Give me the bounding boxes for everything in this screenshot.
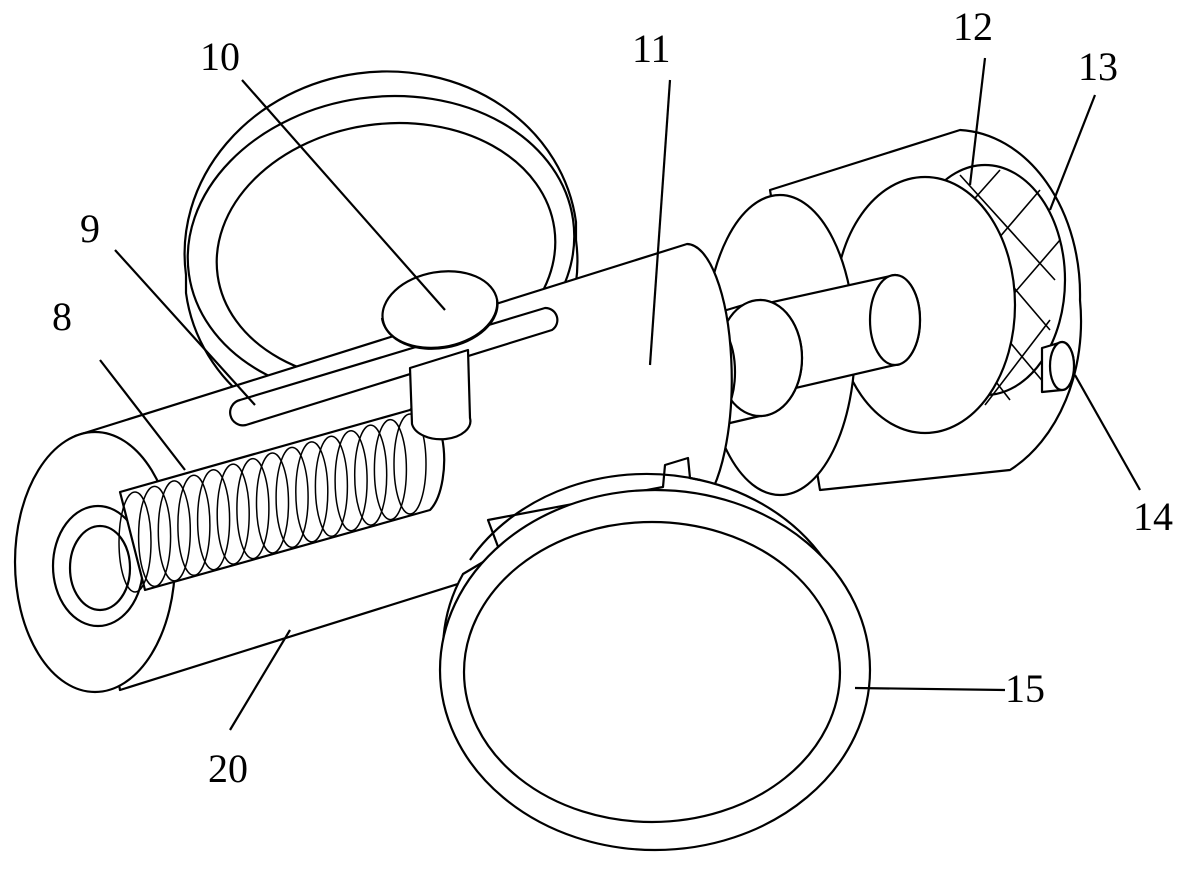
spring-coil [118,491,152,593]
spring-coil [177,474,211,577]
spring-coil [137,485,172,588]
leader-lines [99,57,1141,731]
spring-coil [216,463,250,565]
spring-coil [334,429,368,532]
spring-coil [295,441,329,543]
spring-coil [157,480,192,582]
spring-coil [373,418,408,521]
spring [118,403,446,593]
spring-coil [196,468,231,571]
spring-coil [275,446,309,549]
label-11: 11 [632,26,671,71]
label-20: 20 [208,746,248,791]
spring-coil [236,457,270,560]
reference-labels: 8 9 10 11 12 13 14 15 20 [52,4,1173,791]
rod-end [68,524,132,612]
label-10: 10 [200,34,240,79]
lower-ring [438,456,872,852]
spring-coil [393,413,427,515]
spring-coil [314,435,349,538]
label-15: 15 [1005,666,1045,711]
slide-knob [380,270,499,441]
label-8: 8 [52,294,72,339]
label-12: 12 [953,4,993,49]
label-14: 14 [1133,494,1173,539]
spring-coil [255,452,290,554]
spring-coil [353,424,388,526]
label-9: 9 [80,206,100,251]
label-13: 13 [1078,44,1118,89]
